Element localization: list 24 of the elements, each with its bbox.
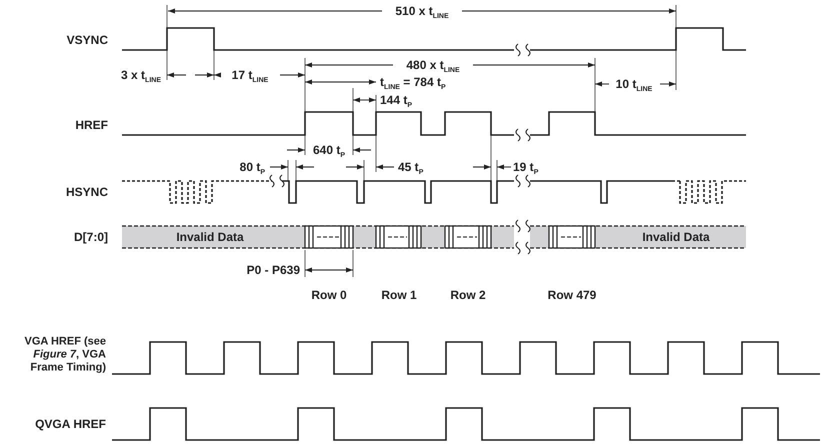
dimension-label: 45 t$_{P}$ — [398, 160, 424, 174]
dimension-label: P0 - P639 — [246, 263, 300, 277]
signal-label: HREF — [75, 118, 108, 132]
signal-label: VSYNC — [66, 33, 108, 47]
dimension-label: 640 t$_{P}$ — [312, 143, 346, 157]
row-label: Row 0 — [311, 288, 347, 302]
signal-label: VGA HREF (see Figure 7, VGA Frame Timing) — [23, 336, 106, 374]
signal-label: QVGA HREF — [35, 417, 106, 431]
dimension-label: 3 x t$_{LINE}$ — [121, 68, 161, 82]
dimension-label: 17 t$_{LINE}$ — [232, 68, 268, 82]
dimension-label: 10 t$_{LINE}$ — [616, 77, 652, 91]
dimension-label: 480 x t$_{LINE}$ — [406, 58, 460, 72]
bus-state-label: Invalid Data — [176, 230, 244, 244]
dimension-label: t$_{LINE}$ = 784 t$_{P}$ — [380, 75, 446, 89]
row-label: Row 2 — [450, 288, 486, 302]
row-label: Row 1 — [381, 288, 417, 302]
dimension-label: 144 t$_{P}$ — [380, 93, 412, 107]
dimension-label: 19 t$_{P}$ — [513, 160, 538, 174]
bus-state-label: Invalid Data — [642, 230, 710, 244]
dimension-label: 80 t$_{P}$ — [240, 160, 265, 174]
dimension-label: 510 x t$_{LINE}$ — [395, 4, 449, 18]
signal-label: D[7:0] — [74, 230, 108, 244]
row-label: Row 479 — [548, 288, 596, 302]
signal-label: HSYNC — [66, 185, 108, 199]
